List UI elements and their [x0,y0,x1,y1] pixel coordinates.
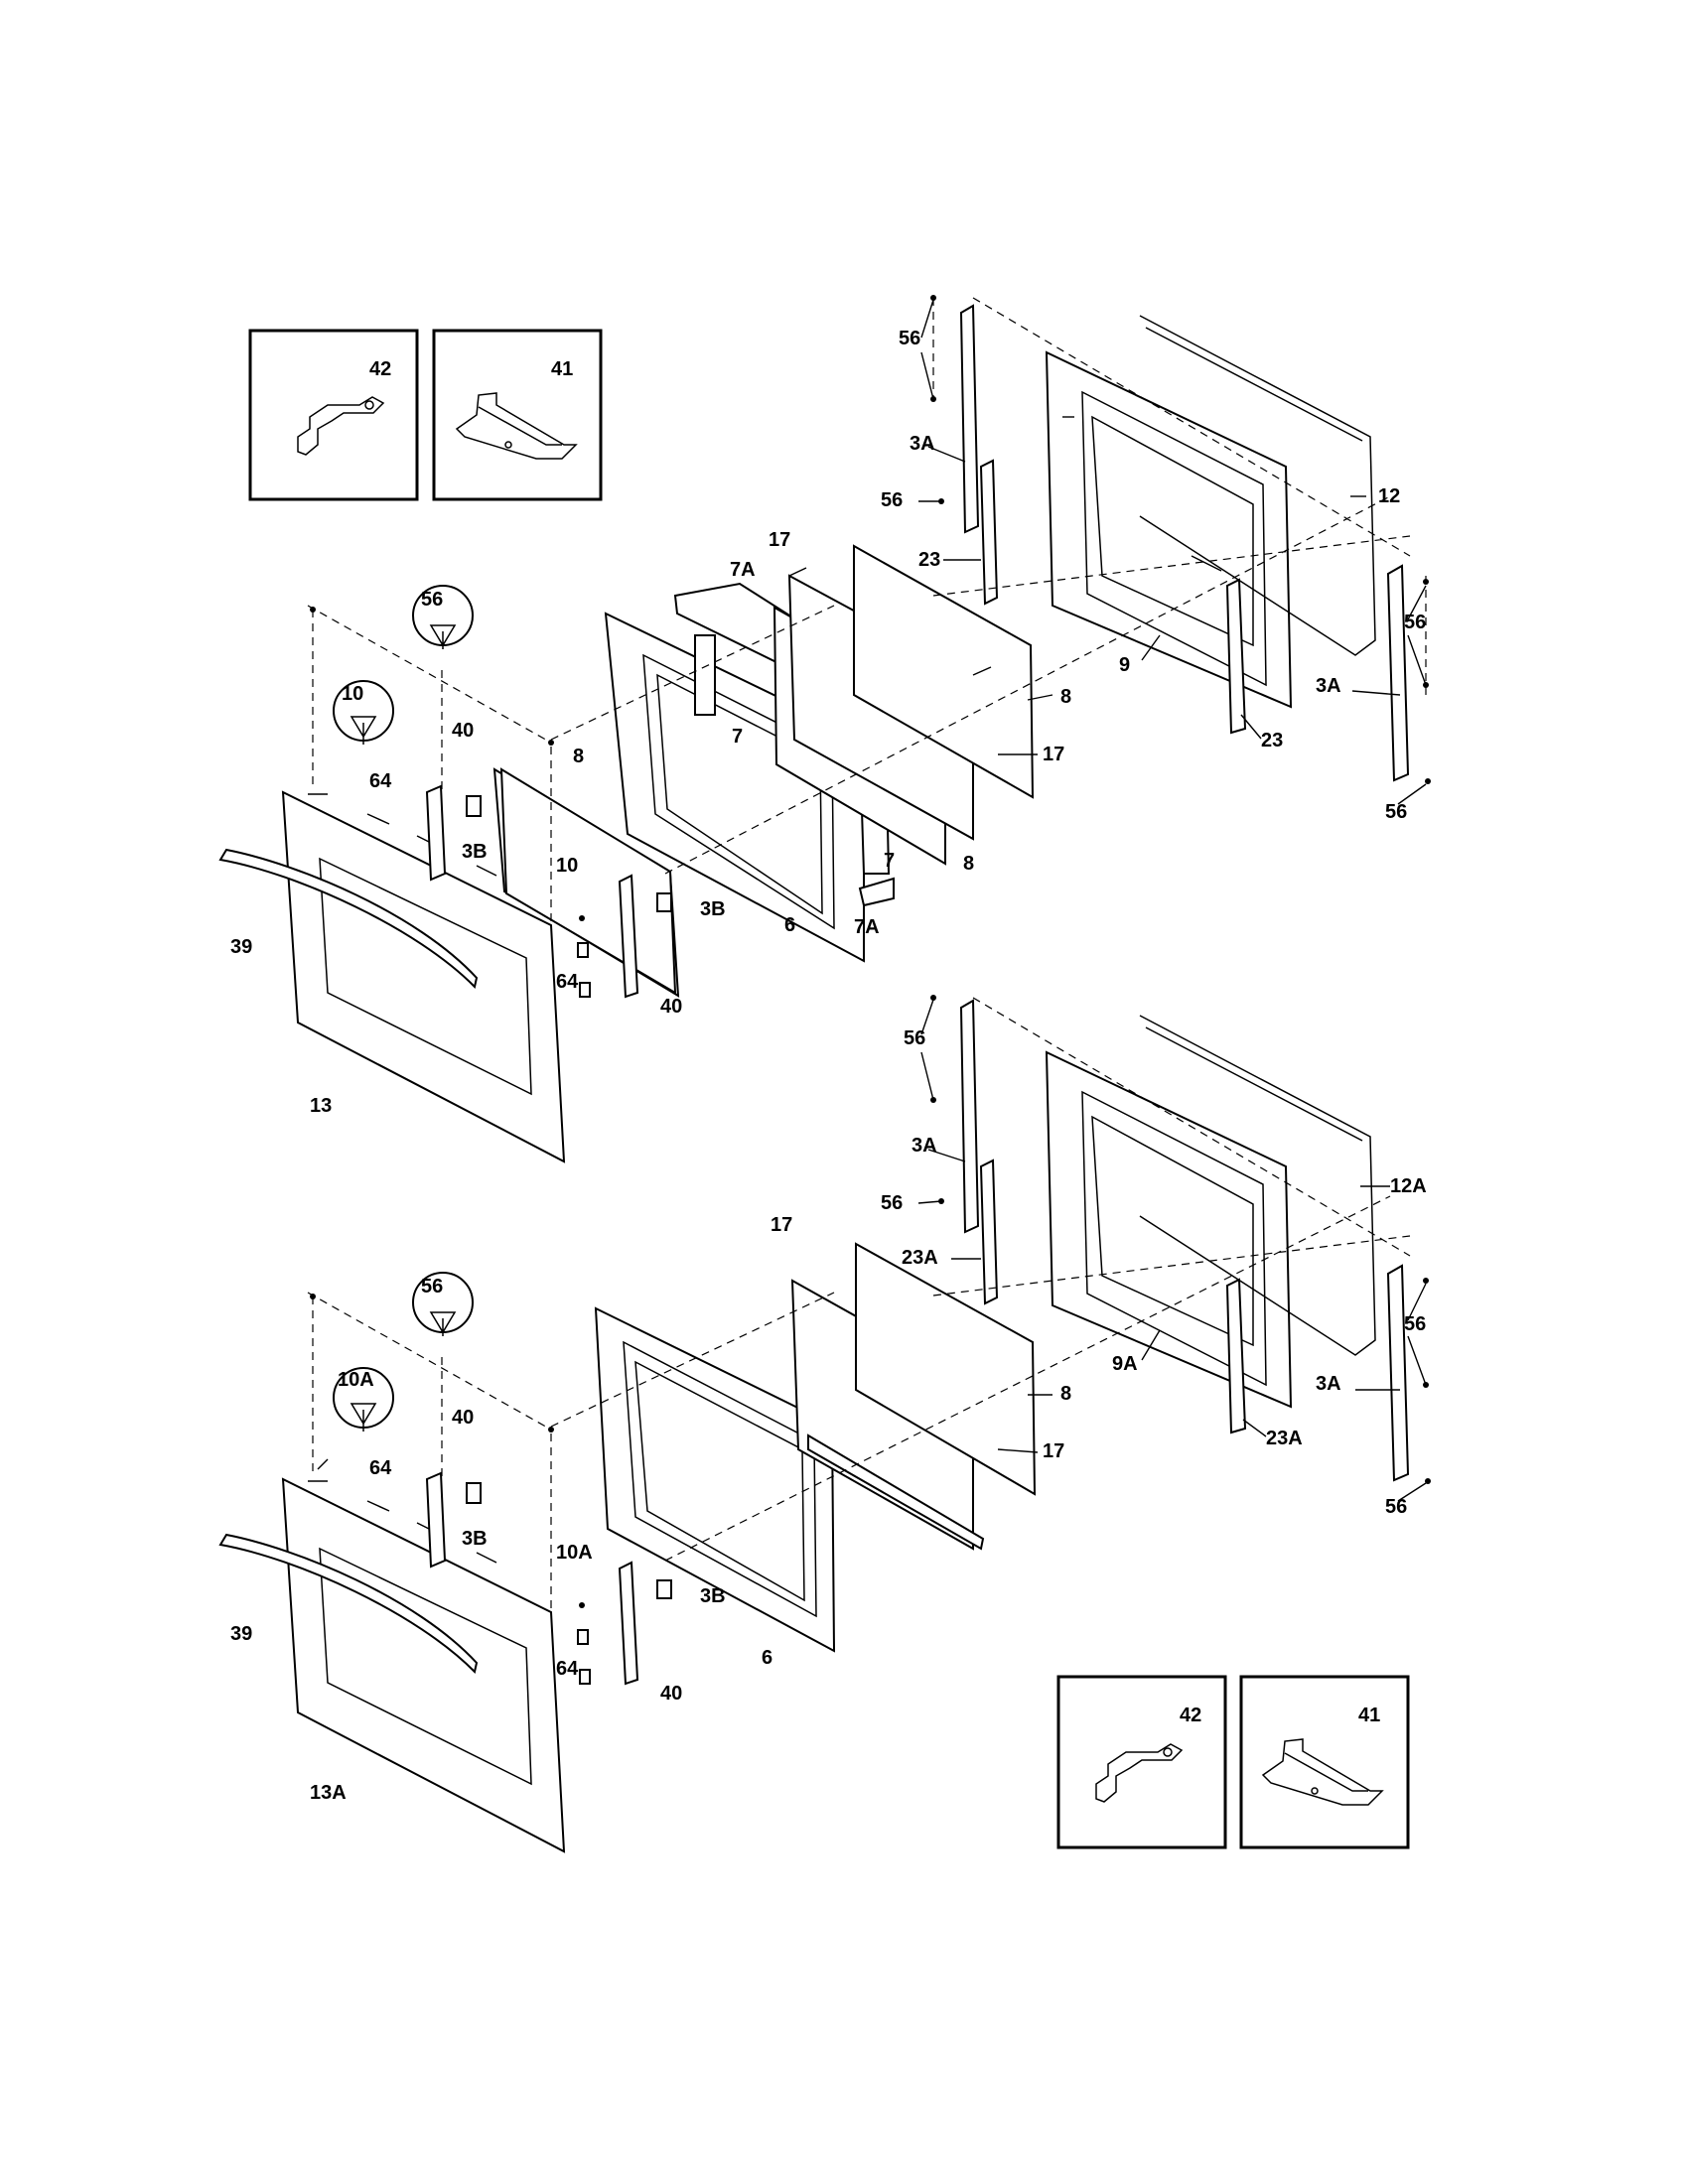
label: 9 [1119,654,1130,676]
label: 13A [310,1782,347,1804]
label: 3A [910,433,935,455]
callout-labels-lower: 56 3A 56 12A 23A 17 56 3A 9A 8 17 23A 56… [230,1027,1427,1804]
outer-door-panel-13A [281,1477,566,1853]
label: 56 [1385,801,1407,823]
leader-lines [317,299,1427,1502]
inner-door-back-9A [1045,1050,1293,1409]
label: 7 [732,726,743,748]
label: 17 [1043,744,1064,765]
label-42: 42 [369,358,391,380]
hinge-icon [1225,578,1247,735]
inset-part-42-top: 42 [248,329,419,501]
label: 56 [1404,612,1426,633]
label: 10 [556,855,578,877]
inset-part-41-top: 41 [432,329,603,501]
hinge-icon [979,1159,999,1305]
label: 64 [369,770,392,792]
label: 8 [1060,686,1071,708]
label: 56 [1404,1313,1426,1335]
label: 23 [1261,730,1283,751]
label: 10A [556,1542,593,1564]
label: 64 [369,1457,392,1479]
label: 64 [556,971,579,993]
label: 7A [854,916,880,938]
label: 6 [762,1647,772,1669]
label: 12A [1390,1175,1427,1197]
hinge-icon [618,1561,639,1686]
inset-part-41-bottom: 41 [1239,1675,1410,1849]
label: 39 [230,936,252,958]
hinge-icon [425,784,447,882]
label: 64 [556,1658,579,1680]
label: 3B [700,898,726,920]
label: 23A [1266,1428,1303,1449]
label: 8 [963,853,974,875]
outer-door-panel-13 [281,790,566,1163]
screw-icon [412,585,474,649]
label: 10 [342,683,363,705]
channel-icon [1261,1738,1384,1806]
label-42: 42 [1180,1705,1201,1726]
label: 9A [1112,1353,1138,1375]
hinge-icon [979,459,999,606]
label: 56 [881,489,903,511]
hinge-icon [618,874,639,999]
frame-gasket-12A [1139,1015,1376,1356]
inner-door-back-9 [1045,350,1293,709]
label: 10A [338,1369,374,1391]
label: 7A [730,559,756,581]
label: 8 [1060,1383,1071,1405]
screw-icon [333,680,394,745]
label: 56 [904,1027,925,1049]
label: 3B [700,1585,726,1607]
label: 17 [769,529,790,551]
label: 56 [899,328,920,349]
label: 56 [1385,1496,1407,1518]
label: 13 [310,1095,332,1117]
label-41: 41 [551,358,573,380]
label: 56 [421,589,443,611]
inner-door-frame-6-lower [594,1306,836,1653]
handle-icon [218,1533,479,1675]
label: 3A [912,1135,937,1157]
label: 17 [771,1214,792,1236]
label: 56 [421,1276,443,1297]
label: 56 [881,1192,903,1214]
label: 3B [462,1528,488,1550]
label-41: 41 [1358,1705,1380,1726]
handle-icon [218,848,479,990]
label: 23 [918,549,940,571]
label: 7 [884,850,895,872]
bracket-icon [297,396,385,456]
label: 40 [452,1407,474,1429]
screw-icon [412,1272,474,1336]
hinge-icon [425,1471,447,1569]
label: 40 [660,1683,682,1705]
frame-gasket-12 [1139,315,1376,656]
bracket-icon [1095,1743,1184,1803]
hinge-icon [1225,1278,1247,1434]
label: 8 [573,746,584,767]
label: 40 [452,720,474,742]
label: 3A [1316,1373,1341,1395]
label: 3B [462,841,488,863]
label: 6 [784,914,795,936]
label: 40 [660,996,682,1018]
screw-icon [333,1367,394,1432]
inset-part-42-bottom: 42 [1056,1675,1227,1849]
label: 3A [1316,675,1341,697]
channel-icon [455,392,578,460]
label: 23A [902,1247,938,1269]
label: 17 [1043,1440,1064,1462]
label: 39 [230,1623,252,1645]
label: 12 [1378,485,1400,507]
callout-labels-upper: 56 3A 12 56 23 17 7A 56 3A 9 8 17 23 56 … [230,328,1426,1117]
